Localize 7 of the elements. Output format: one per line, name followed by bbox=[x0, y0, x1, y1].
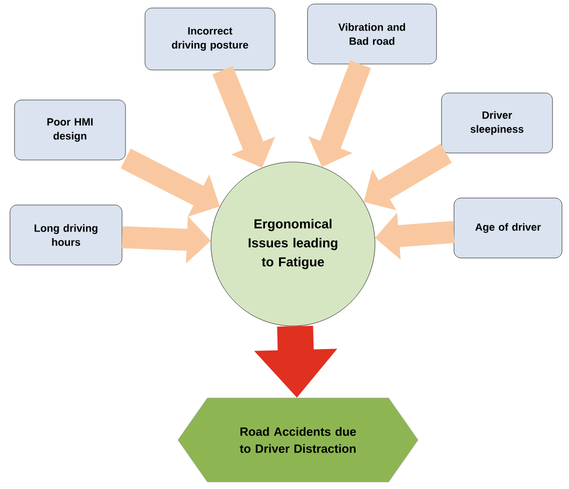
cause-box: Incorrect driving posture bbox=[144, 8, 276, 70]
cause-box: Driver sleepiness bbox=[441, 92, 553, 154]
cause-box: Vibration and Bad road bbox=[307, 4, 437, 64]
cause-box: Poor HMI design bbox=[14, 100, 126, 160]
outcome-hexagon: Road Accidents due to Driver Distraction bbox=[178, 398, 418, 482]
cause-box: Long driving hours bbox=[10, 204, 122, 266]
cause-box: Age of driver bbox=[454, 198, 562, 258]
